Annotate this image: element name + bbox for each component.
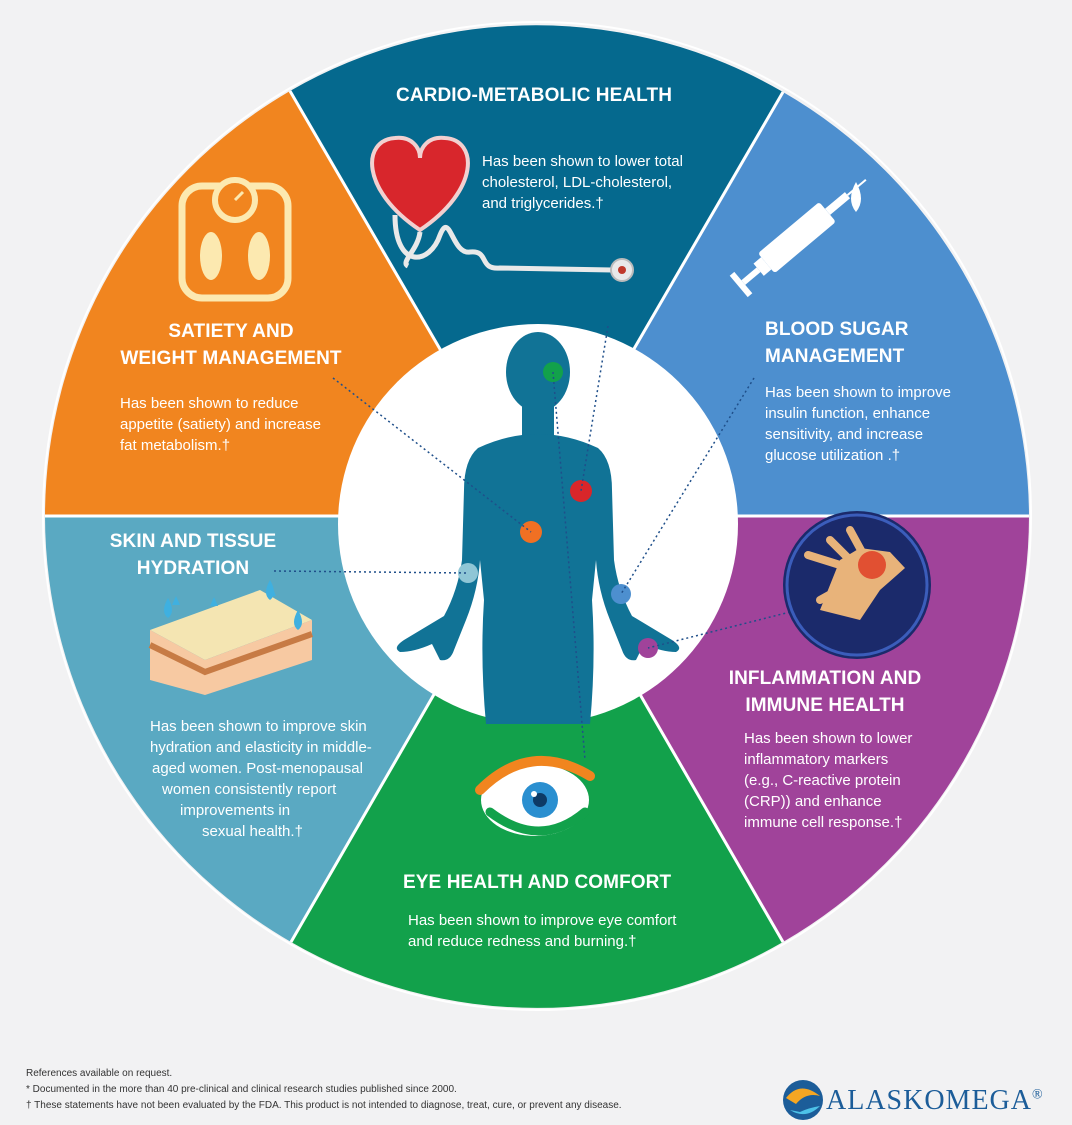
inflam-line: immune cell response.† — [744, 814, 903, 831]
hand-joints-icon — [783, 511, 931, 659]
satiety-title: SATIETY AND WEIGHT MANAGEMENT — [120, 321, 342, 369]
leader-lines — [273, 325, 791, 761]
blood-line: Has been shown to improve — [765, 384, 951, 401]
footnote-fda-disclaimer: † These statements have not been evaluat… — [26, 1100, 622, 1111]
satiety-line: Has been shown to reduce — [120, 395, 299, 412]
inflammation-description: Has been shown to lower inflammatory mar… — [744, 728, 912, 833]
drop-icon — [851, 182, 861, 212]
skin-line: sexual health.† — [202, 823, 303, 840]
footnotes: References available on request. * Docum… — [26, 1066, 622, 1114]
eye-title: EYE HEALTH AND COMFORT — [403, 872, 672, 893]
brand-logo-icon — [783, 1080, 823, 1120]
blood-sugar-description: Has been shown to improve insulin functi… — [765, 382, 951, 466]
inflammation-title: INFLAMMATION AND IMMUNE HEALTH — [728, 668, 922, 716]
skin-description: Has been shown to improve skin hydration… — [150, 716, 380, 842]
satiety-description: Has been shown to reduce appetite (satie… — [120, 393, 321, 456]
blood-line: glucose utilization .† — [765, 447, 901, 464]
skin-title: SKIN AND TISSUE HYDRATION — [109, 531, 277, 579]
cardio-line: Has been shown to lower total — [482, 153, 683, 170]
blood-line: sensitivity, and increase — [765, 426, 924, 443]
footnote-references: References available on request. — [26, 1068, 173, 1079]
inflam-line: (e.g., C-reactive protein — [744, 772, 901, 789]
skin-line: aged women. Post-menopausal — [152, 760, 363, 777]
skin-layers-icon — [148, 580, 314, 695]
skin-line: Has been shown to improve skin — [150, 718, 367, 735]
inflam-line: inflammatory markers — [744, 751, 889, 768]
brand-logo: ALASKOMEGA® — [778, 1078, 1068, 1122]
heart-point — [570, 480, 592, 502]
satiety-line: appetite (satiety) and increase — [120, 416, 321, 433]
bathroom-scale-icon — [178, 177, 292, 302]
inflam-line: (CRP)) and enhance — [744, 793, 882, 810]
syringe-icon — [729, 178, 867, 298]
cardio-line: cholesterol, LDL-cholesterol, — [482, 174, 673, 191]
cardio-description: Has been shown to lower total cholestero… — [482, 151, 683, 214]
arm-point-right — [611, 584, 631, 604]
eye-line: Has been shown to improve eye comfort — [408, 912, 677, 929]
eye-description: Has been shown to improve eye comfort an… — [408, 910, 676, 952]
satiety-line: fat metabolism.† — [120, 437, 231, 454]
blood-sugar-title: BLOOD SUGAR MANAGEMENT — [765, 319, 909, 367]
cardio-line: and triglycerides.† — [482, 195, 604, 212]
brand-name: ALASKOMEGA® — [826, 1085, 1044, 1116]
arm-point-left — [458, 563, 478, 583]
eye-icon — [475, 755, 595, 836]
blood-line: insulin function, enhance — [765, 405, 931, 422]
eye-line: and reduce redness and burning.† — [408, 933, 637, 950]
heart-stethoscope-icon — [370, 135, 634, 282]
footnote-studies: * Documented in the more than 40 pre-cli… — [26, 1084, 457, 1095]
cardio-title: CARDIO-METABOLIC HEALTH — [396, 85, 673, 106]
skin-line: hydration and elasticity in middle- — [150, 739, 372, 756]
skin-line: improvements in — [180, 802, 291, 819]
skin-line: women consistently report — [162, 781, 337, 798]
inflam-line: Has been shown to lower — [744, 730, 913, 747]
